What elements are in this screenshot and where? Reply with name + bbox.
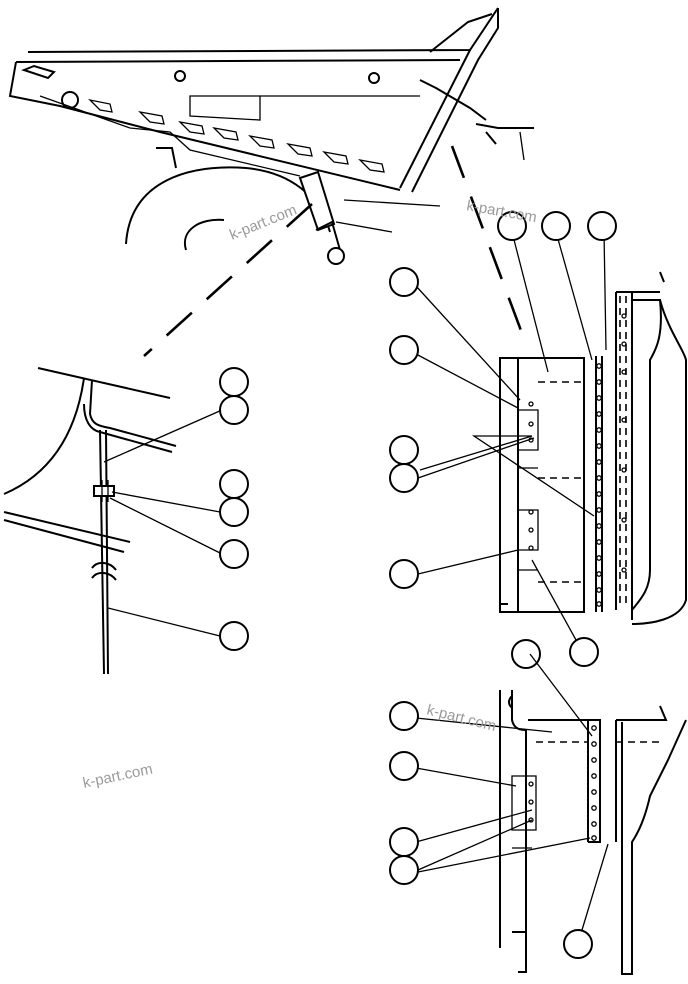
callout-circle bbox=[389, 701, 419, 731]
callout-circle bbox=[219, 497, 249, 527]
callout-circle bbox=[497, 211, 527, 241]
callout-circle bbox=[511, 639, 541, 669]
callout-circle bbox=[389, 267, 419, 297]
callout-circle bbox=[219, 367, 249, 397]
callout-circle bbox=[219, 621, 249, 651]
detail-lower-right bbox=[389, 653, 687, 975]
callout-circle bbox=[219, 395, 249, 425]
callout-circle bbox=[389, 335, 419, 365]
detail-upper-right bbox=[389, 211, 687, 669]
detail-leader-left bbox=[143, 203, 313, 357]
callout-circle bbox=[389, 827, 419, 857]
watermark: k-part.com bbox=[81, 761, 154, 792]
callout-circle bbox=[541, 211, 571, 241]
callout-circle bbox=[389, 463, 419, 493]
bolt-column bbox=[528, 313, 627, 607]
detail-leader-right bbox=[450, 145, 528, 345]
callout-circle bbox=[389, 435, 419, 465]
callout-circle bbox=[587, 211, 617, 241]
watermark: k-part.com bbox=[425, 701, 498, 735]
callout-circle bbox=[563, 929, 593, 959]
watermark: k-part.com bbox=[227, 201, 299, 243]
callout-circle bbox=[389, 751, 419, 781]
callout-circle bbox=[569, 637, 599, 667]
callout-circle bbox=[219, 469, 249, 499]
callout-circle bbox=[219, 539, 249, 569]
callout-circle bbox=[389, 855, 419, 885]
detail-left bbox=[3, 367, 249, 675]
callout-circle bbox=[389, 559, 419, 589]
dump-truck-body bbox=[8, 7, 534, 265]
